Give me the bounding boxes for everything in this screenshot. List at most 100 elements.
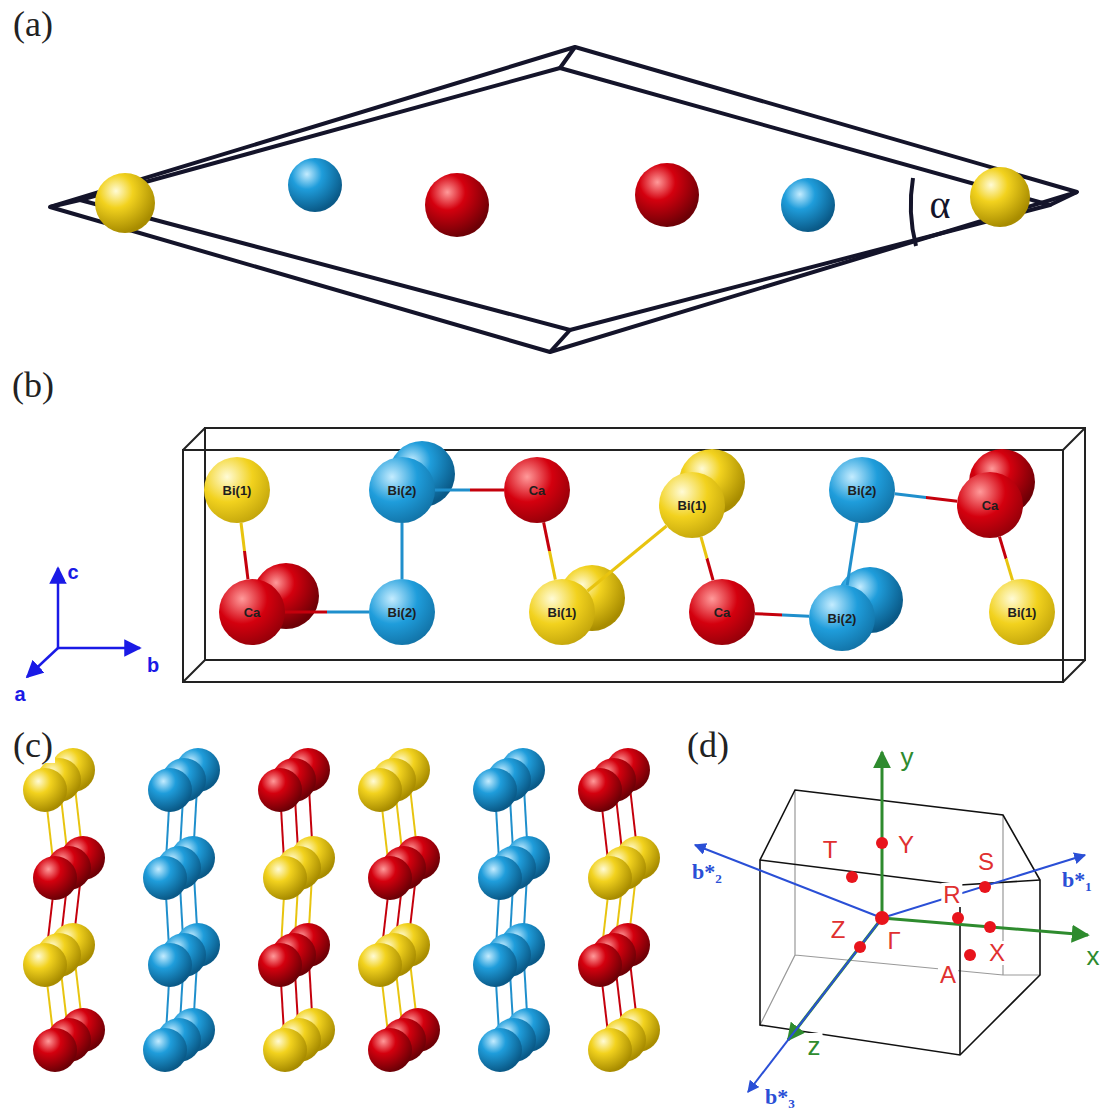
k-point-label: Γ	[885, 929, 902, 953]
lattice-atom	[143, 1028, 187, 1072]
lattice-atom	[588, 1028, 632, 1072]
bond-line	[544, 522, 556, 579]
unit-cell-a	[50, 47, 1077, 352]
cell-edge	[205, 428, 1085, 660]
atom-sphere: Bi(1)	[989, 579, 1055, 645]
atom-sphere: Ca	[504, 457, 570, 523]
axis-label: c	[65, 562, 80, 582]
k-point-dot	[875, 911, 889, 925]
atom-sphere: Bi(2)	[809, 585, 875, 651]
k-points	[846, 837, 996, 961]
atom-label: Bi(1)	[223, 483, 252, 498]
lattice-atom	[358, 768, 402, 812]
lattice-atom	[473, 943, 517, 987]
k-point-label: Y	[896, 833, 916, 857]
panel-label: (a)	[11, 6, 55, 42]
atom-sphere: Bi(2)	[369, 457, 435, 523]
bond-line	[701, 537, 713, 580]
lattice-atom	[478, 1028, 522, 1072]
lattice-atom	[478, 856, 522, 900]
reciprocal-vectors	[695, 845, 1085, 1092]
lattice-atom	[33, 856, 77, 900]
lattice-atom	[473, 768, 517, 812]
k-point-dot	[876, 837, 888, 849]
vector-arrow	[748, 918, 882, 1092]
bond-line	[587, 526, 666, 591]
bond-line	[847, 523, 857, 586]
atoms-a	[95, 158, 1030, 237]
lattice-atom	[258, 768, 302, 812]
atom-sphere: Bi(1)	[659, 472, 725, 538]
bond-line	[755, 614, 809, 617]
k-point-dot	[846, 871, 858, 883]
k-point-label: R	[941, 883, 962, 907]
axis-label: z	[806, 1033, 823, 1059]
cell-edge	[50, 47, 1077, 352]
bond-line	[435, 489, 504, 492]
lattice-atom	[148, 768, 192, 812]
bi2-atom	[288, 158, 342, 212]
k-point-dot	[984, 921, 996, 933]
vector-label: b*₁	[1060, 869, 1094, 891]
atom-label: Bi(1)	[678, 498, 707, 513]
ca-atom	[635, 163, 699, 227]
atom-sphere: Ca	[957, 472, 1023, 538]
lattice-atom	[148, 943, 192, 987]
cell-edge	[183, 450, 1063, 682]
lattice-atom	[578, 768, 622, 812]
bond-line	[285, 611, 369, 614]
zone-edge	[760, 860, 1040, 1055]
axis-label: b	[145, 655, 161, 675]
lattice-atom	[263, 856, 307, 900]
axis-arrow	[57, 568, 60, 648]
k-point-label: T	[821, 838, 840, 862]
lattice-atom	[23, 943, 67, 987]
lattice-atom	[368, 1028, 412, 1072]
lattice-atom	[33, 1028, 77, 1072]
k-point-label: S	[976, 850, 996, 874]
atom-label: Ca	[529, 483, 546, 498]
k-point-dot	[979, 881, 991, 893]
atom-sphere: Bi(1)	[204, 457, 270, 523]
bi1-atom	[95, 173, 155, 233]
panel-label: (b)	[10, 367, 56, 403]
bi1-atom	[970, 167, 1030, 227]
k-point-dot	[854, 941, 866, 953]
cell-edge	[183, 428, 1085, 682]
atom-label: Bi(1)	[548, 605, 577, 620]
axis-label: y	[899, 744, 916, 770]
lattice-atom	[258, 943, 302, 987]
vector-label: b*₂	[690, 861, 724, 883]
panel-label: (c)	[11, 727, 55, 763]
lattice-c	[23, 748, 660, 1072]
atom-sphere: Bi(2)	[829, 457, 895, 523]
unit-cell-b	[183, 428, 1085, 682]
zone-edge	[760, 790, 1040, 1055]
k-point-label: X	[987, 941, 1007, 965]
vector-label: b*₃	[763, 1086, 797, 1108]
cell-edge	[50, 47, 1077, 352]
bond-line	[401, 523, 404, 579]
axis-label: x	[1085, 943, 1102, 969]
atom-sphere: Bi(2)	[369, 579, 435, 645]
zone-edge	[760, 790, 1040, 1025]
k-point-label: Z	[829, 918, 848, 942]
atom-label: Ca	[714, 605, 731, 620]
atom-sphere: Bi(1)	[529, 579, 595, 645]
bond-line	[895, 494, 957, 501]
atom-label: Bi(2)	[388, 483, 417, 498]
k-point-dot	[964, 949, 976, 961]
lattice-atom	[263, 1028, 307, 1072]
atom-label: Ca	[244, 605, 261, 620]
lattice-atom	[143, 856, 187, 900]
brillouin-zone	[760, 790, 1040, 1055]
angle-label: α	[928, 185, 953, 225]
axis-arrow	[882, 918, 1088, 935]
lattice-atom	[358, 943, 402, 987]
lattice-atom	[588, 856, 632, 900]
atom-label: Bi(2)	[848, 483, 877, 498]
lattice-atom	[23, 768, 67, 812]
